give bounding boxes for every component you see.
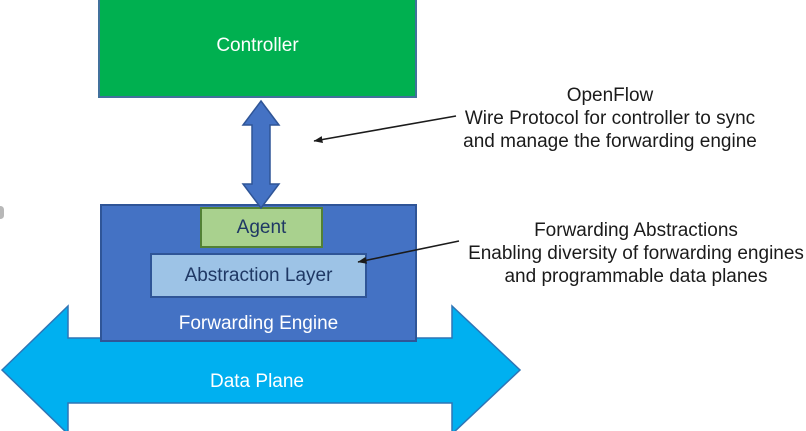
data-plane-label: Data Plane <box>209 371 304 392</box>
forwarding-engine-label: Forwarding Engine <box>178 313 339 334</box>
forwarding-abstractions-line1: Enabling diversity of forwarding engines <box>468 243 804 264</box>
openflow-line1: Wire Protocol for controller to sync <box>464 108 756 129</box>
controller-label: Controller <box>216 35 299 56</box>
agent-label: Agent <box>236 216 287 238</box>
left-edge-fragment <box>0 206 4 219</box>
controller-box: Controller <box>98 0 417 98</box>
openflow-title: OpenFlow <box>566 85 654 106</box>
openflow-line2: and manage the forwarding engine <box>463 131 757 152</box>
forwarding-abstractions-title: Forwarding Abstractions <box>534 220 738 241</box>
abstraction-layer-box: Abstraction Layer <box>150 253 367 298</box>
controller-engine-double-arrow <box>241 99 281 210</box>
forwarding-abstractions-line2: and programmable data planes <box>504 266 768 287</box>
forwarding-abstractions-annotation: Forwarding Abstractions Enabling diversi… <box>446 219 806 288</box>
agent-box: Agent <box>200 207 323 248</box>
openflow-annotation: OpenFlow Wire Protocol for controller to… <box>420 84 800 153</box>
abstraction-layer-label: Abstraction Layer <box>184 264 333 286</box>
